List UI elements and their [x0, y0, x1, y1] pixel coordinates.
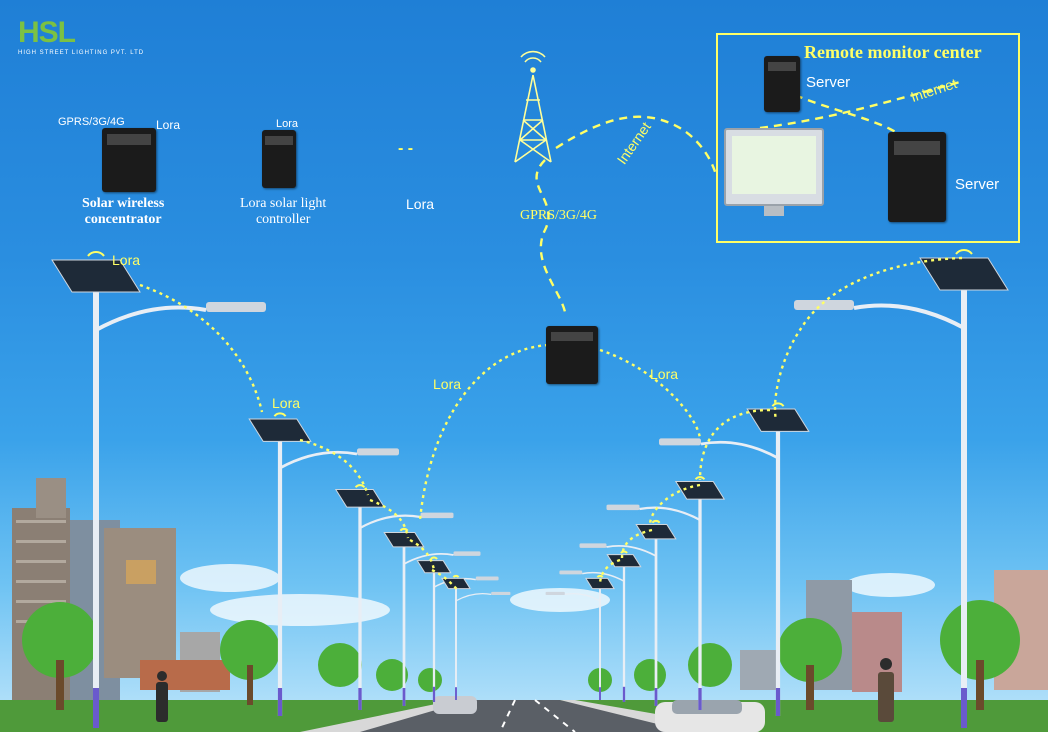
lamp-head: [357, 448, 399, 456]
street-lamp: [579, 519, 677, 706]
wifi-icon: [620, 550, 628, 554]
wifi-icon: [430, 556, 438, 560]
lamp-head: [606, 504, 640, 511]
controller-label: Lora solar light controller: [240, 196, 327, 227]
street-lamps: [51, 249, 1009, 728]
pedestrians: [156, 658, 894, 722]
logo-tagline: HIGH STREET LIGHTING PVT. LTD: [18, 50, 145, 56]
lamp-head: [559, 570, 583, 575]
wifi-icon: [596, 574, 604, 578]
remote-center-title: Remote monitor center: [804, 42, 982, 62]
cars: [433, 696, 765, 732]
solar-panel: [383, 532, 425, 548]
server-icon: [764, 56, 800, 112]
lamp-head: [545, 591, 565, 596]
link-right-pole: [773, 256, 963, 421]
lora-label-left-pole: Lora: [112, 252, 141, 268]
street-lamp: [383, 527, 481, 706]
link-hub-right: [599, 348, 702, 441]
solar-panel: [606, 554, 642, 568]
concentrator-label: Solar wireless concentrator: [82, 196, 165, 227]
link-tower-internet: [555, 115, 718, 176]
company-logo: HSL HIGH STREET LIGHTING PVT. LTD: [18, 16, 145, 57]
street-lamp: [606, 476, 726, 710]
link-hub-left: [418, 343, 549, 521]
street-lamp: [248, 412, 399, 716]
solar-panel: [585, 577, 615, 590]
wifi-icon: [354, 484, 366, 489]
wifi-icon: [452, 574, 460, 578]
link-servers: [759, 80, 961, 136]
cell-tower-icon: [514, 50, 552, 163]
lora-label-hub-right: Lora: [650, 366, 679, 382]
controller-lora-label: Lora: [276, 118, 299, 130]
solar-panel: [674, 481, 726, 500]
street-lamp: [51, 251, 266, 728]
lamp-head: [206, 302, 266, 312]
lamp-head: [579, 543, 607, 548]
solar-panel: [441, 577, 471, 590]
concentrator-network-label: GPRS/3G/4G: [58, 116, 125, 128]
wifi-icon: [771, 402, 785, 407]
lamp-head: [453, 551, 481, 556]
lamp-head: [659, 438, 701, 446]
lamp-head: [794, 300, 854, 310]
lamp-head: [475, 576, 499, 581]
controller-icon: [262, 130, 296, 188]
link-left-pole: [139, 283, 264, 413]
solar-panel: [334, 489, 386, 508]
wifi-icon: [87, 251, 105, 257]
solar-panel: [248, 418, 312, 442]
wifi-icon: [273, 412, 287, 417]
monitor-icon: [724, 128, 824, 216]
wireless-links: [139, 80, 963, 591]
gprs-label: GPRS/3G/4G: [520, 208, 598, 223]
server-label-2: Server: [955, 176, 1000, 193]
lamp-head: [491, 591, 511, 596]
street-lamp: [416, 556, 499, 702]
wifi-icon: [651, 519, 661, 524]
lamp-head: [420, 512, 454, 519]
lora-label-mid-left: Lora: [272, 395, 301, 411]
logo-mark: HSL: [18, 16, 76, 49]
server-label-1: Server: [806, 74, 851, 91]
solar-panel: [919, 257, 1009, 291]
link-left-chain: [299, 438, 459, 591]
concentrator-icon: [102, 128, 156, 192]
trees: [22, 600, 1020, 710]
street-lamp: [545, 574, 615, 700]
concentrator-lora-label: Lora: [156, 118, 181, 132]
hub-concentrator-icon: [546, 326, 598, 384]
clouds: [180, 564, 935, 626]
street-lamp: [794, 249, 1009, 728]
lora-label-hub-left: Lora: [433, 376, 462, 392]
solar-panel: [746, 408, 810, 432]
wifi-icon: [955, 249, 973, 255]
solar-panel: [635, 524, 677, 540]
wifi-icon: [694, 476, 706, 481]
remote-monitor-center: [716, 33, 1020, 243]
street-lamp: [659, 402, 810, 716]
lora-label: Lora: [406, 196, 435, 212]
dash-separator: - -: [398, 140, 414, 157]
link-tower-gprs: [535, 159, 567, 313]
solar-panel: [51, 259, 141, 293]
street-lamp: [441, 574, 511, 700]
server-icon: [888, 132, 946, 222]
